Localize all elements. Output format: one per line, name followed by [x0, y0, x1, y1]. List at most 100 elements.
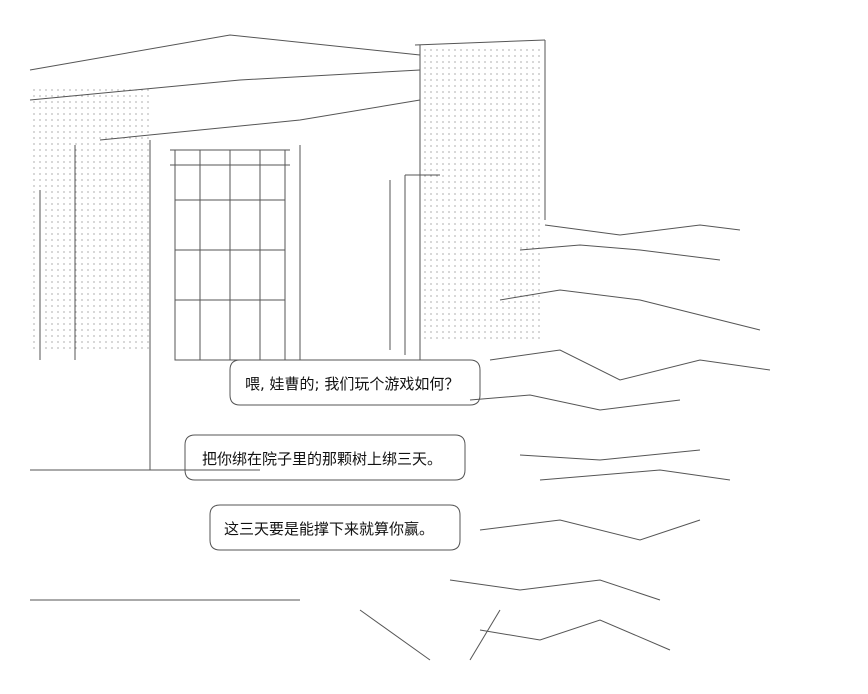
texture-dot	[63, 119, 65, 121]
texture-dot	[502, 229, 504, 231]
texture-dot	[33, 161, 35, 163]
texture-dot	[111, 101, 113, 103]
texture-dot	[117, 191, 119, 193]
texture-dot	[508, 163, 510, 165]
texture-dot	[442, 265, 444, 267]
texture-dot	[466, 169, 468, 171]
texture-dot	[454, 169, 456, 171]
texture-dot	[466, 109, 468, 111]
texture-dot	[484, 121, 486, 123]
texture-dot	[147, 281, 149, 283]
texture-dot	[484, 331, 486, 333]
texture-dot	[45, 215, 47, 217]
texture-dot	[51, 329, 53, 331]
texture-dot	[424, 109, 426, 111]
texture-dot	[460, 307, 462, 309]
texture-dot	[51, 293, 53, 295]
texture-dot	[63, 233, 65, 235]
texture-dot	[99, 227, 101, 229]
texture-dot	[448, 259, 450, 261]
texture-dot	[532, 289, 534, 291]
texture-dot	[538, 121, 540, 123]
texture-dot	[87, 107, 89, 109]
texture-dot	[526, 151, 528, 153]
texture-dot	[99, 347, 101, 349]
texture-dot	[502, 193, 504, 195]
texture-dot	[532, 163, 534, 165]
texture-dot	[478, 163, 480, 165]
texture-dot	[436, 187, 438, 189]
texture-dot	[111, 257, 113, 259]
texture-dot	[448, 235, 450, 237]
texture-dot	[520, 91, 522, 93]
texture-dot	[87, 245, 89, 247]
texture-dot	[430, 247, 432, 249]
texture-dot	[81, 293, 83, 295]
texture-dot	[75, 191, 77, 193]
texture-dot	[430, 67, 432, 69]
texture-dot	[51, 341, 53, 343]
texture-dot	[532, 253, 534, 255]
texture-dot	[123, 305, 125, 307]
texture-dot	[490, 235, 492, 237]
texture-dot	[93, 305, 95, 307]
texture-dot	[117, 275, 119, 277]
texture-dot	[39, 143, 41, 145]
texture-dot	[63, 281, 65, 283]
texture-dot	[436, 223, 438, 225]
texture-dot	[532, 217, 534, 219]
texture-dot	[484, 103, 486, 105]
texture-dot	[490, 265, 492, 267]
texture-dot	[490, 181, 492, 183]
texture-dot	[442, 85, 444, 87]
texture-dot	[520, 109, 522, 111]
texture-dot	[508, 295, 510, 297]
texture-dot	[472, 241, 474, 243]
texture-dot	[93, 269, 95, 271]
texture-dot	[520, 259, 522, 261]
texture-dot	[81, 233, 83, 235]
texture-dot	[460, 157, 462, 159]
texture-dot	[129, 251, 131, 253]
texture-dot	[436, 115, 438, 117]
texture-dot	[526, 181, 528, 183]
texture-dot	[430, 289, 432, 291]
texture-dot	[87, 275, 89, 277]
texture-dot	[45, 155, 47, 157]
texture-dot	[514, 181, 516, 183]
texture-dot	[33, 149, 35, 151]
texture-dot	[526, 301, 528, 303]
texture-dot	[502, 163, 504, 165]
texture-dot	[478, 73, 480, 75]
texture-dot	[454, 295, 456, 297]
texture-dot	[472, 61, 474, 63]
texture-dot	[502, 217, 504, 219]
texture-dot	[490, 175, 492, 177]
texture-dot	[57, 323, 59, 325]
texture-dot	[424, 79, 426, 81]
texture-dot	[147, 179, 149, 181]
texture-dot	[69, 293, 71, 295]
texture-dot	[141, 257, 143, 259]
texture-dot	[33, 185, 35, 187]
texture-dot	[436, 109, 438, 111]
texture-dot	[448, 271, 450, 273]
texture-dot	[111, 167, 113, 169]
texture-dot	[63, 113, 65, 115]
texture-dot	[135, 317, 137, 319]
texture-dot	[532, 205, 534, 207]
texture-dot	[57, 221, 59, 223]
texture-dot	[520, 241, 522, 243]
texture-dot	[129, 305, 131, 307]
texture-dot	[436, 211, 438, 213]
texture-dot	[87, 263, 89, 265]
texture-dot	[472, 337, 474, 339]
texture-dot	[454, 253, 456, 255]
texture-dot	[45, 257, 47, 259]
texture-dot	[69, 347, 71, 349]
texture-dot	[129, 149, 131, 151]
texture-dot	[532, 103, 534, 105]
texture-dot	[454, 289, 456, 291]
texture-dot	[490, 85, 492, 87]
texture-dot	[81, 257, 83, 259]
